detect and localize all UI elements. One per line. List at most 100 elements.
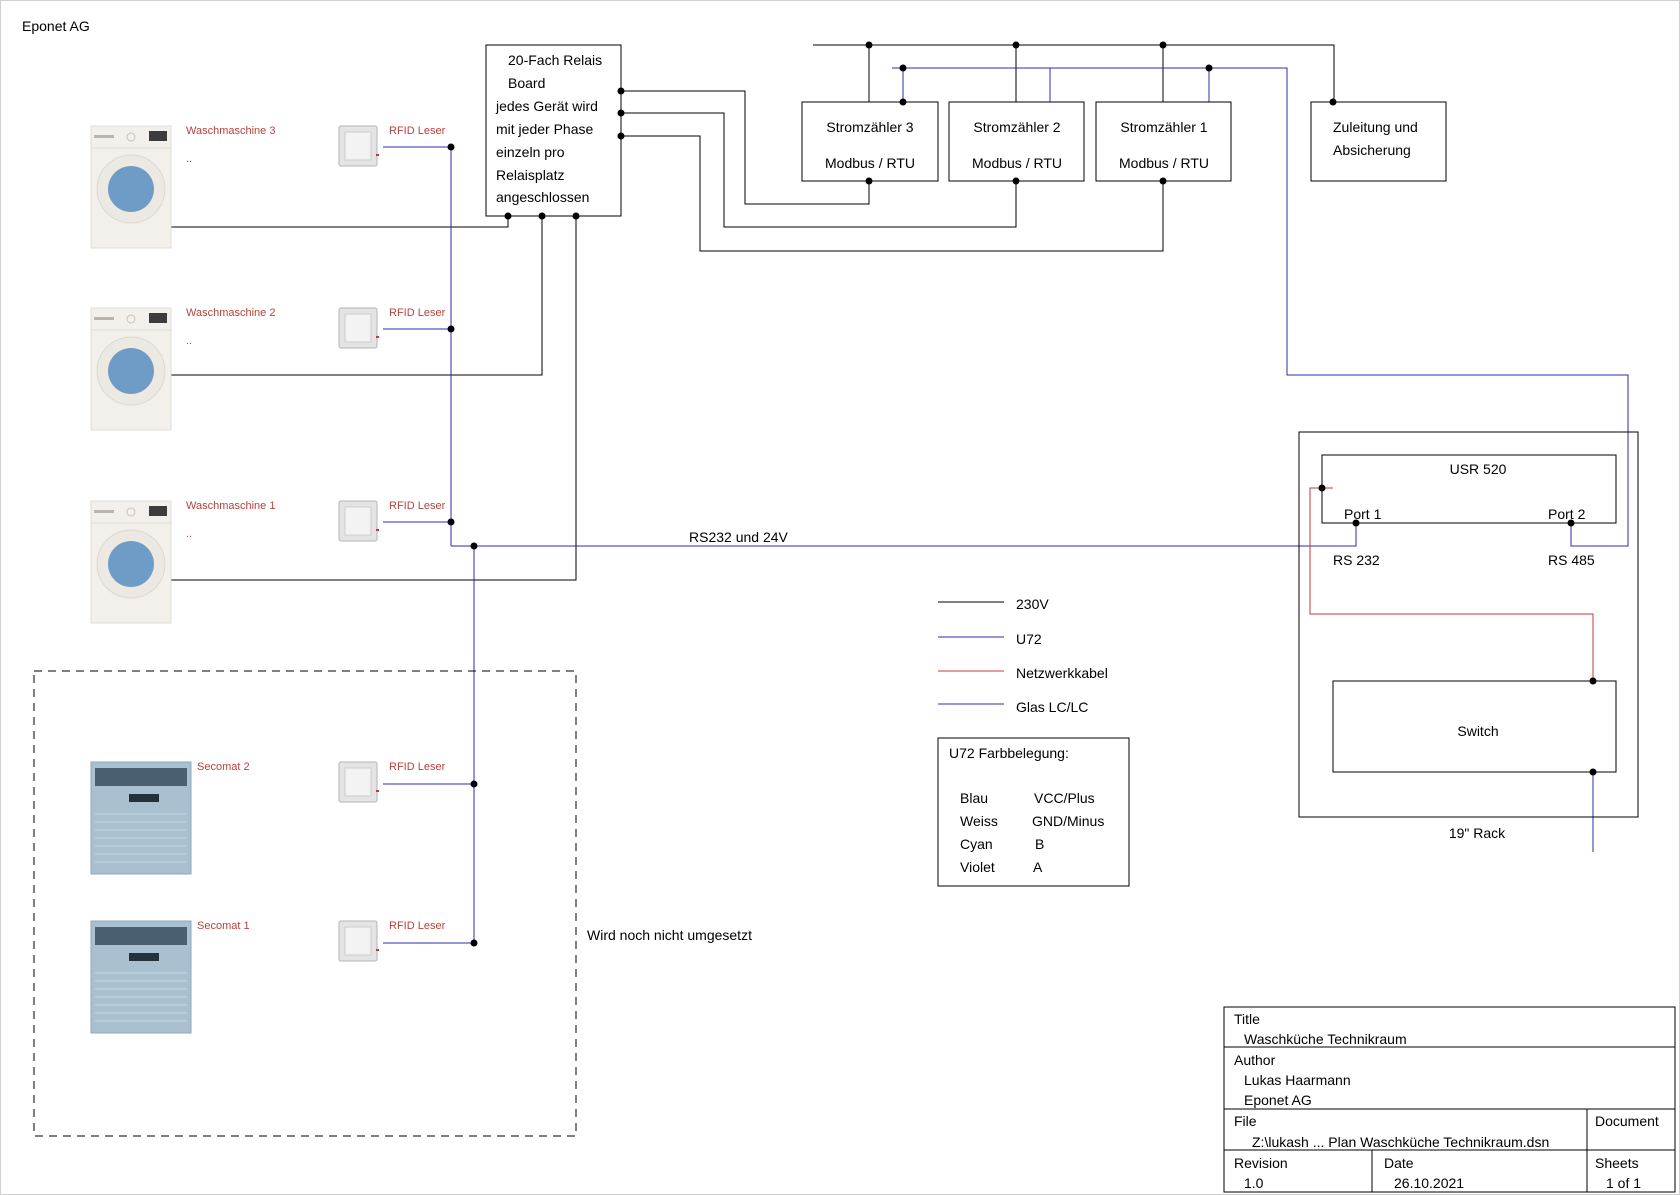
washer-name: Waschmaschine 2 bbox=[186, 307, 275, 319]
relay-board: 20-Fach Relais Board jedes Gerät wird mi… bbox=[485, 44, 622, 217]
washer-name: Waschmaschine 3 bbox=[186, 125, 275, 137]
legend-label: Glas LC/LC bbox=[1016, 699, 1088, 715]
dryer-2: Secomat 2 bbox=[90, 761, 250, 875]
u72-color-table: U72 Farbbelegung: Blau VCC/Plus Weiss GN… bbox=[937, 737, 1130, 887]
meter-name: Stromzähler 1 bbox=[1120, 119, 1207, 135]
meter-name: Stromzähler 3 bbox=[826, 119, 913, 135]
rfid-label: RFID Leser bbox=[389, 125, 446, 137]
meter-1: Stromzähler 1 Modbus / RTU bbox=[1095, 101, 1232, 182]
legend-label: Netzwerkkabel bbox=[1016, 665, 1108, 681]
supply-line-1: Zuleitung und bbox=[1333, 119, 1418, 135]
washer-1: Waschmaschine 1 .. bbox=[90, 500, 275, 624]
rfid-reader-washer-2: RFID Leser bbox=[338, 307, 446, 349]
relay-line-2: Board bbox=[508, 75, 545, 91]
sheets-label: Sheets bbox=[1595, 1155, 1639, 1171]
rfid-reader-icon bbox=[338, 307, 380, 349]
author-value: Lukas Haarmann bbox=[1244, 1072, 1351, 1088]
rfid-label: RFID Leser bbox=[389, 761, 446, 773]
sheets-value: 1 of 1 bbox=[1606, 1175, 1641, 1191]
usr-port1: Port 1 bbox=[1344, 506, 1382, 522]
washer-3: Waschmaschine 3 .. bbox=[90, 125, 275, 249]
company-name: Eponet AG bbox=[22, 18, 90, 34]
washer-2: Waschmaschine 2 .. bbox=[90, 307, 275, 431]
file-value: Z:\lukash ... Plan Waschküche Technikrau… bbox=[1252, 1134, 1549, 1150]
rfid-reader-icon bbox=[338, 920, 380, 962]
color-name: Weiss bbox=[960, 813, 998, 829]
date-value: 26.10.2021 bbox=[1394, 1175, 1464, 1191]
title-label: Title bbox=[1234, 1011, 1260, 1027]
document-label: Document bbox=[1595, 1113, 1659, 1129]
legend-label: U72 bbox=[1016, 631, 1042, 647]
switch-label: Switch bbox=[1457, 723, 1498, 739]
dryer-icon bbox=[90, 761, 192, 875]
color-name: Cyan bbox=[960, 836, 993, 852]
title-value: Waschküche Technikraum bbox=[1244, 1031, 1407, 1047]
date-label: Date bbox=[1384, 1155, 1414, 1171]
relay-line-7: angeschlossen bbox=[496, 189, 589, 205]
relay-line-3: jedes Gerät wird bbox=[495, 98, 598, 114]
rack-label: 19" Rack bbox=[1449, 825, 1506, 841]
rfid-reader-icon bbox=[338, 500, 380, 542]
washing-machine-icon bbox=[90, 125, 172, 249]
wire-network bbox=[1309, 487, 1594, 681]
title-block: Title Waschküche Technikraum Author Luka… bbox=[1223, 1006, 1676, 1193]
usr-rs485: RS 485 bbox=[1548, 552, 1595, 568]
washer-sub: .. bbox=[186, 153, 192, 165]
color-signal: VCC/Plus bbox=[1034, 790, 1095, 806]
rfid-reader-dryer-1: RFID Leser bbox=[338, 920, 446, 962]
meter-name: Stromzähler 2 bbox=[973, 119, 1060, 135]
washing-machine-icon bbox=[90, 307, 172, 431]
rfid-label: RFID Leser bbox=[389, 500, 446, 512]
rfid-reader-icon bbox=[338, 761, 380, 803]
rfid-reader-washer-3: RFID Leser bbox=[338, 125, 446, 167]
switch-box bbox=[1332, 680, 1617, 773]
bus-label: RS232 und 24V bbox=[689, 529, 789, 545]
future-note: Wird noch nicht umgesetzt bbox=[587, 927, 752, 943]
usr-rs232: RS 232 bbox=[1333, 552, 1380, 568]
supply-line-2: Absicherung bbox=[1333, 142, 1411, 158]
rfid-reader-washer-1: RFID Leser bbox=[338, 500, 446, 542]
revision-label: Revision bbox=[1234, 1155, 1288, 1171]
author-label: Author bbox=[1234, 1052, 1276, 1068]
supply-box: Zuleitung und Absicherung bbox=[1310, 101, 1447, 182]
relay-line-6: Relaisplatz bbox=[496, 167, 564, 183]
legend: 230V U72 Netzwerkkabel Glas LC/LC bbox=[938, 596, 1108, 715]
relay-line-1: 20-Fach Relais bbox=[508, 52, 602, 68]
color-signal: A bbox=[1033, 859, 1043, 875]
dryer-icon bbox=[90, 920, 192, 1034]
dryer-name: Secomat 1 bbox=[197, 920, 250, 932]
dryer-name: Secomat 2 bbox=[197, 761, 250, 773]
rfid-label: RFID Leser bbox=[389, 920, 446, 932]
color-name: Blau bbox=[960, 790, 988, 806]
rack: 19" Rack USR 520 Port 1 Port 2 RS 232 RS… bbox=[1298, 431, 1639, 841]
washer-sub: .. bbox=[186, 528, 192, 540]
rfid-reader-dryer-2: RFID Leser bbox=[338, 761, 446, 803]
revision-value: 1.0 bbox=[1244, 1175, 1264, 1191]
usr-port2: Port 2 bbox=[1548, 506, 1586, 522]
meter-2: Stromzähler 2 Modbus / RTU bbox=[948, 101, 1085, 182]
color-table-title: U72 Farbbelegung: bbox=[949, 745, 1069, 761]
color-signal: GND/Minus bbox=[1032, 813, 1104, 829]
meter-protocol: Modbus / RTU bbox=[825, 155, 915, 171]
meter-protocol: Modbus / RTU bbox=[972, 155, 1062, 171]
washing-machine-icon bbox=[90, 500, 172, 624]
future-area bbox=[33, 670, 577, 1137]
washer-name: Waschmaschine 1 bbox=[186, 500, 275, 512]
meter-3: Stromzähler 3 Modbus / RTU bbox=[801, 101, 939, 182]
author-company: Eponet AG bbox=[1244, 1092, 1312, 1108]
relay-line-5: einzeln pro bbox=[496, 144, 565, 160]
wires-u72 bbox=[383, 67, 1629, 944]
wires-230v bbox=[170, 44, 1335, 581]
rfid-reader-icon bbox=[338, 125, 380, 167]
relay-line-4: mit jeder Phase bbox=[496, 121, 593, 137]
file-label: File bbox=[1234, 1113, 1257, 1129]
rfid-label: RFID Leser bbox=[389, 307, 446, 319]
color-name: Violet bbox=[960, 859, 995, 875]
junction-dots bbox=[447, 41, 1597, 947]
meter-protocol: Modbus / RTU bbox=[1119, 155, 1209, 171]
dryer-1: Secomat 1 bbox=[90, 920, 250, 1034]
usr-name: USR 520 bbox=[1450, 461, 1507, 477]
legend-label: 230V bbox=[1016, 596, 1049, 612]
washer-sub: .. bbox=[186, 335, 192, 347]
